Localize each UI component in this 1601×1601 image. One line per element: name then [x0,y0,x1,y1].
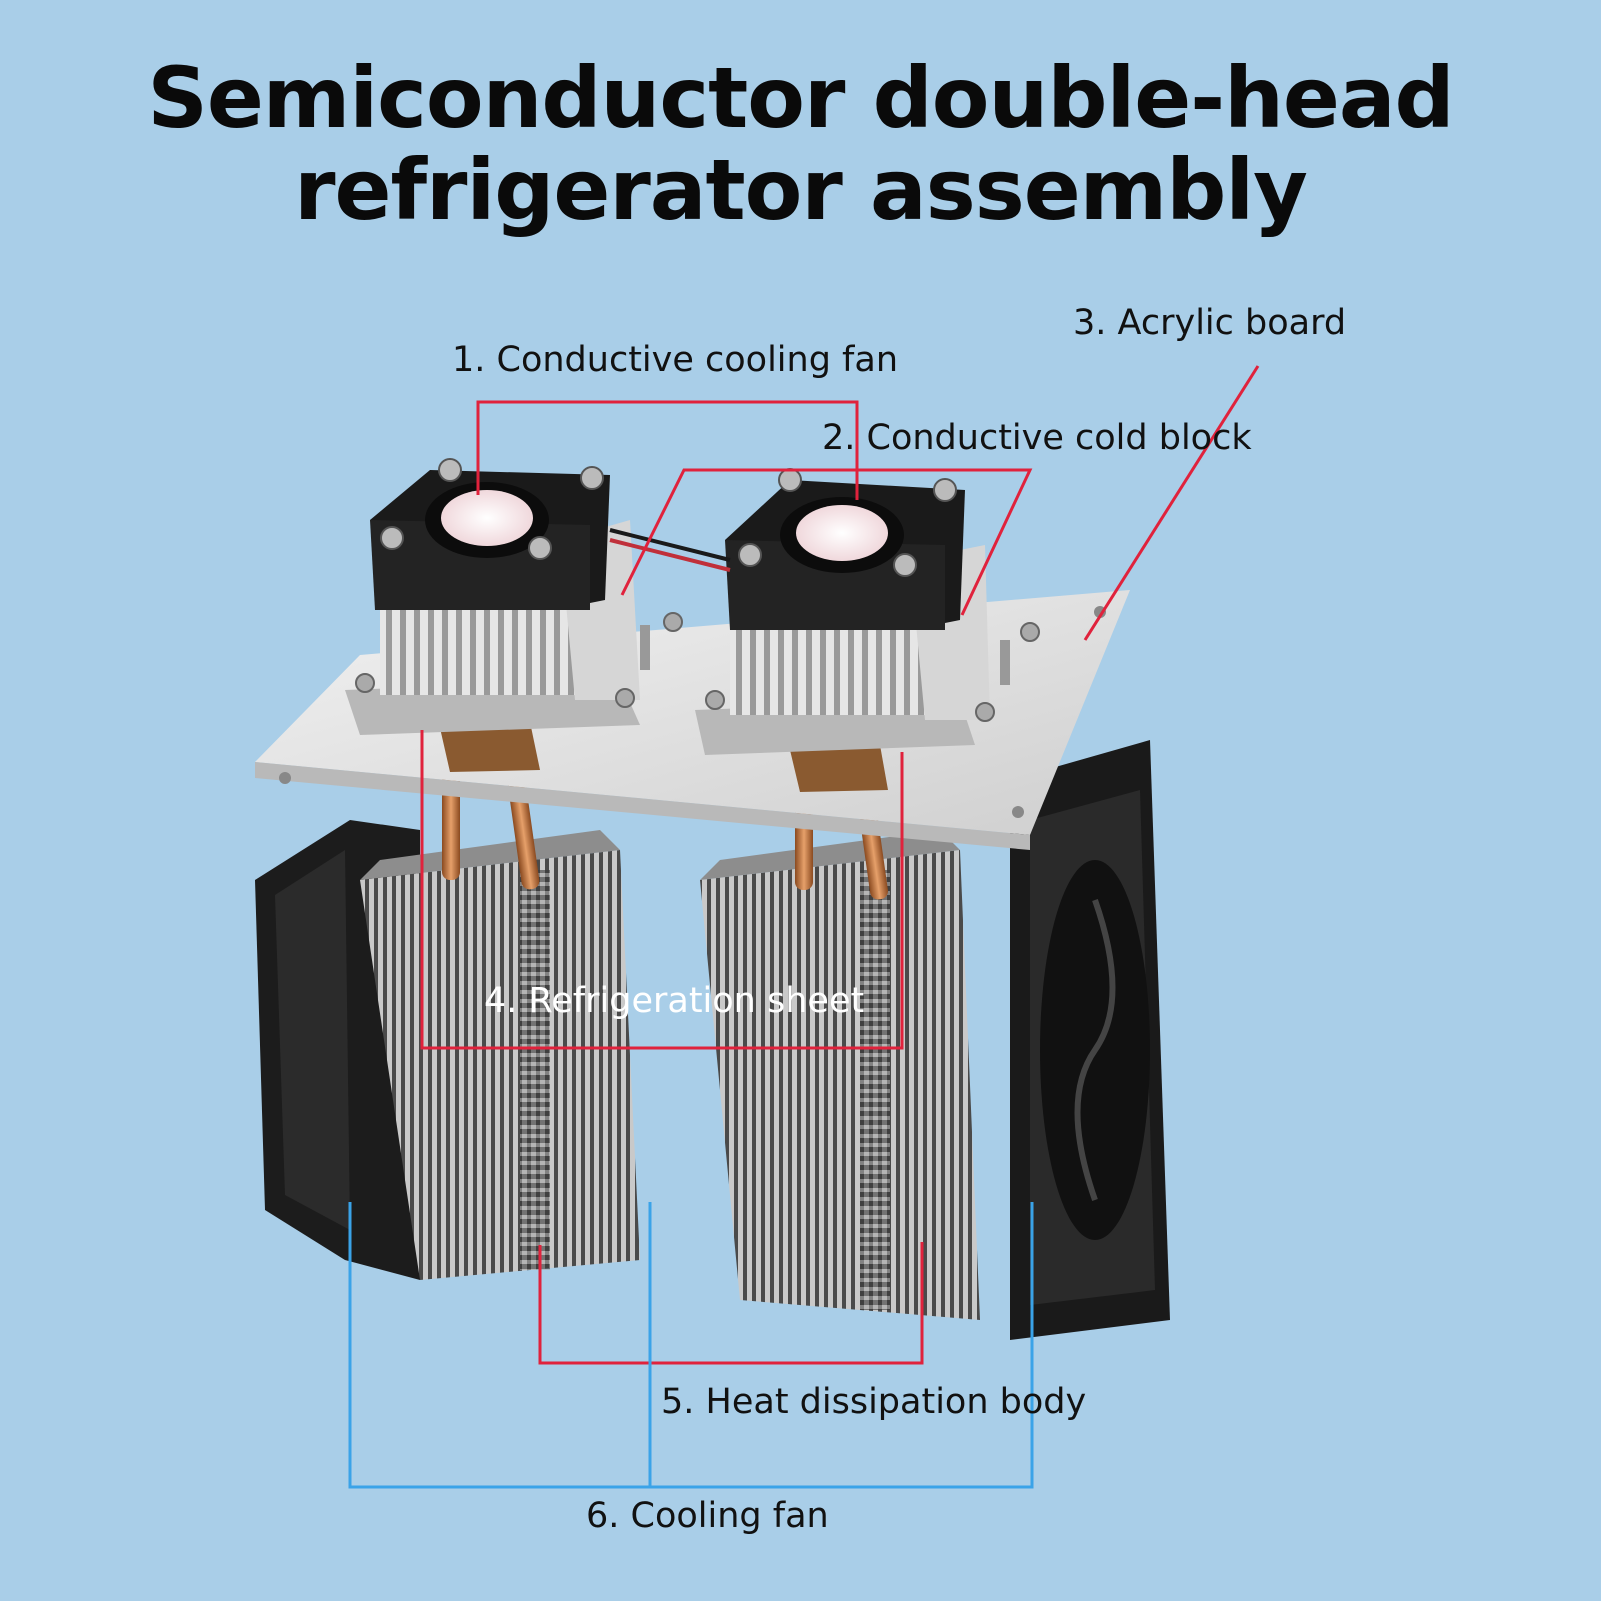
label-acrylic-board: 3. Acrylic board [1073,303,1347,343]
label-conductive-cold-block: 2. Conductive cold block [822,418,1252,458]
callout-line-refrigeration-sheet [420,730,904,1050]
fan-wires [609,528,731,572]
callout-lines-red [420,365,1260,1365]
callout-line-cold-block [620,468,1033,616]
rear-cooling-fan-right [1010,740,1170,1340]
label-conductive-cooling-fan: 1. Conductive cooling fan [452,340,899,380]
title-line-1: Semiconductor double-head [147,49,1454,147]
small-fan-right [725,468,965,630]
label-cooling-fan: 6. Cooling fan [586,1496,829,1536]
callout-lines-blue [348,1202,1034,1489]
callout-line-cooling-fan [348,1202,1034,1489]
callout-line-conductive-fan [476,400,859,500]
heat-dissipation-body-right [700,830,980,1320]
small-fan-left [370,458,610,610]
page-title: Semiconductor double-head refrigerator a… [0,52,1601,236]
label-refrigeration-sheet: 4. Refrigeration sheet [484,981,865,1021]
title-line-2: refrigerator assembly [294,141,1308,239]
heat-dissipation-body-left [360,830,640,1280]
callout-line-acrylic-board [1083,365,1260,641]
label-heat-dissipation-body: 5. Heat dissipation body [661,1382,1087,1422]
callout-line-heat-dissipation [538,1242,924,1365]
